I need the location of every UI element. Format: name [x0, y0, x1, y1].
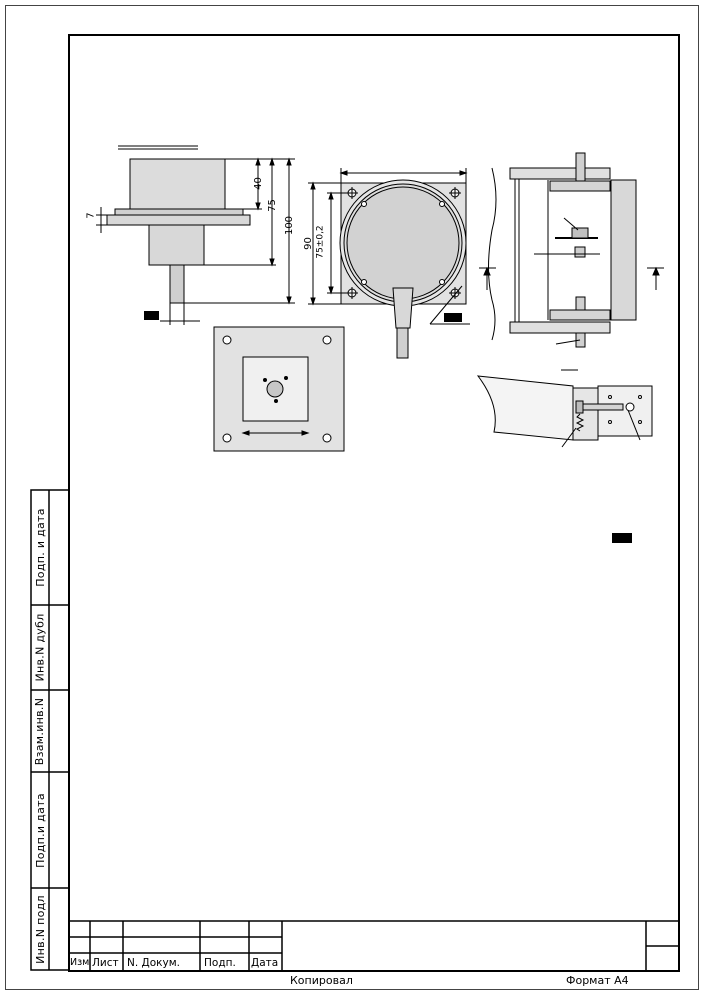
side-stamp-grid [30, 489, 70, 971]
dimension-75: 75 [266, 199, 278, 212]
title-date: Дата [251, 957, 279, 969]
title-block-grid [69, 920, 679, 971]
dimension-7: 7 [85, 212, 97, 219]
mounting-section-drawing [479, 152, 664, 348]
dimension-40: 40 [252, 177, 264, 190]
dimension-75-tolerance: 75±0,2 [315, 225, 326, 259]
title-izm: Изм [70, 957, 90, 968]
title-doc-no: N. Докум. [127, 957, 180, 969]
footer-format: Формат А4 [566, 974, 629, 987]
dimension-90: 90 [302, 237, 314, 250]
redaction-mark [144, 311, 159, 320]
bottom-view-drawing [213, 326, 345, 452]
title-sign: Подп. [204, 957, 236, 969]
side-view-drawing [96, 145, 295, 325]
shaft-detail-drawing [476, 369, 653, 448]
side-label-inv-dup: Инв.N дубл [33, 613, 47, 682]
side-label-sign-date-2: Подп.и дата [33, 792, 47, 868]
redaction-mark [612, 533, 632, 543]
sheet-border [5, 5, 699, 990]
footer-copied: Копировал [290, 974, 353, 987]
dimension-100: 100 [284, 215, 296, 236]
front-view-drawing [308, 168, 470, 359]
redaction-mark [444, 313, 462, 322]
side-label-replace-inv: Взам.инв.N [33, 697, 47, 765]
side-label-inv-orig: Инв.N подл [33, 894, 47, 964]
title-list: Лист [92, 957, 119, 969]
side-label-sign-date: Подп. и дата [33, 508, 47, 587]
